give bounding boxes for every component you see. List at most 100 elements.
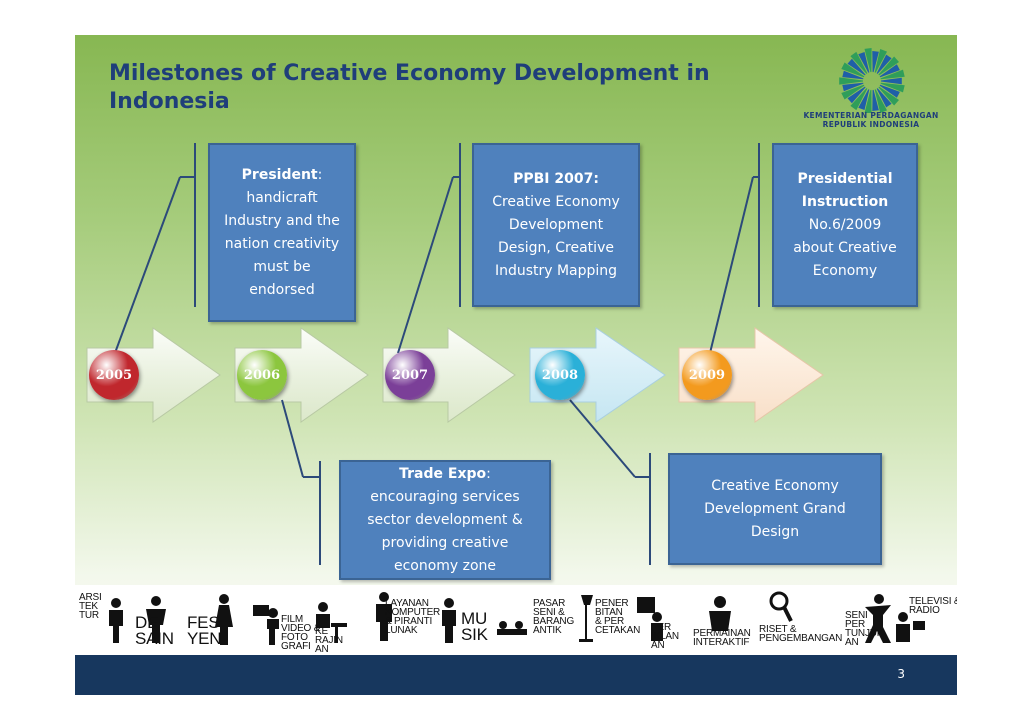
logo-ray (878, 86, 899, 106)
lamp-silhouette-icon (579, 595, 593, 642)
logo-ray (847, 58, 866, 76)
ministry-logo-text: KEMENTERIAN PERDAGANGAN REPUBLIK INDONES… (797, 111, 945, 129)
bracket-box-president (180, 143, 196, 307)
sector-fesyen: FES YEN (187, 613, 222, 648)
sector-film: FILM VIDEO & FOTO GRAFI (281, 614, 321, 652)
year-circle-2005: 2005 (89, 350, 139, 400)
year-circle-2009: 2009 (682, 350, 732, 400)
logo-ray (858, 52, 870, 73)
sector-periklanan: PER IKLAN AN (651, 622, 679, 651)
milestone-box-grand-design: Creative Economy Development Grand Desig… (668, 453, 882, 565)
sector-seni-pertunjukan: SENI PER TUNJUK AN (845, 610, 884, 648)
logo-ray (850, 51, 868, 74)
box-presidential-line-3: about Creative (793, 239, 897, 256)
bracket-box-trade-expo (303, 461, 321, 565)
musician-silhouette-icon (442, 598, 456, 643)
sector-musik: MU SIK (461, 609, 488, 644)
logo-ray (872, 89, 879, 111)
box-grand-design-line-3: Design (750, 523, 800, 540)
logo-ray (841, 62, 865, 78)
box-president-line-3: nation creativity (224, 235, 340, 252)
dancer-silhouette-icon (865, 594, 891, 643)
slide: Milestones of Creative Economy Developme… (75, 35, 957, 695)
ministry-logo-icon (839, 48, 905, 114)
gamer-silhouette-icon (709, 596, 731, 631)
sector-pasar-seni: PASAR SENI & BARANG ANTIK (533, 598, 575, 636)
year-label-2009: 2009 (688, 367, 726, 383)
logo-ray (864, 48, 872, 73)
box-trade-expo-line-2: sector development & (367, 511, 523, 528)
milestone-box-trade-expo: Trade Expo: encouraging services sector … (339, 460, 551, 580)
box-presidential-line-1: Instruction (801, 193, 889, 210)
box-ppbi-line-1: Creative Economy (492, 193, 620, 210)
year-label-2008: 2008 (541, 367, 579, 383)
milestone-box-presidential: Presidential Instruction No.6/2009 about… (772, 143, 918, 307)
connector-2008 (569, 399, 636, 478)
box-ppbi-line-3: Design, Creative (498, 239, 614, 256)
year-circle-2008: 2008 (535, 350, 585, 400)
logo-ray (850, 88, 868, 111)
logo-ray (880, 69, 905, 80)
logo-ray (876, 88, 892, 108)
box-grand-design-line-1: Creative Economy (711, 477, 839, 494)
ministry-logo: KEMENTERIAN PERDAGANGAN REPUBLIK INDONES… (797, 43, 947, 138)
market-silhouette-icon (497, 621, 527, 635)
logo-ray (874, 49, 887, 73)
year-label-2007: 2007 (391, 367, 429, 383)
logo-ray (841, 84, 865, 100)
box-trade-expo-line-1: encouraging services (370, 488, 520, 505)
box-grand-design-line-2: Development Grand (704, 500, 846, 517)
bracket-box-ppbi (453, 143, 461, 307)
logo-ray (858, 89, 870, 110)
logo-ray (839, 77, 863, 85)
creative-sectors-band: ARSI TEK TUR DE SAIN FES YEN FILM VIDEO … (75, 585, 957, 655)
milestone-box-ppbi: PPBI 2007: Creative Economy Development … (472, 143, 640, 307)
ministry-name-line2: REPUBLIK INDONESIA (822, 120, 920, 129)
logo-ray (847, 86, 866, 104)
year-circle-2007: 2007 (385, 350, 435, 400)
slide-title: Milestones of Creative Economy Developme… (109, 61, 710, 114)
year-label-2005: 2005 (95, 367, 133, 383)
logo-ray (874, 89, 887, 113)
box-presidential-line-4: Economy (812, 262, 878, 279)
craftsman-silhouette-icon (316, 602, 347, 643)
sector-penerbitan: PENER BITAN & PER CETAKAN (595, 598, 641, 636)
logo-ray (876, 54, 892, 74)
box-president-line-2: Industry and the (224, 212, 340, 229)
box-president-line-1: handicraft (246, 189, 318, 206)
box-president-heading: President (241, 166, 318, 183)
box-ppbi-line-4: Industry Mapping (494, 262, 618, 279)
box-president-line-5: endorsed (249, 281, 315, 298)
logo-ray (842, 82, 864, 92)
box-ppbi-heading: PPBI 2007: (513, 170, 599, 187)
box-ppbi-line-2: Development (508, 216, 604, 233)
logo-ray (878, 56, 899, 76)
logo-ray (881, 77, 902, 85)
billboard-silhouette-icon (637, 597, 663, 641)
year-circle-2006: 2006 (237, 350, 287, 400)
bracket-box-presidential (753, 143, 760, 307)
sector-layanan: LAYANAN KOMPUTER & PIRANTI LUNAK (385, 598, 441, 636)
sector-kerajinan: KE RAJIN AN (315, 626, 343, 655)
connector-2007 (397, 176, 454, 354)
box-trade-expo-line-4: economy zone (393, 557, 497, 574)
magnifier-icon (769, 591, 793, 622)
year-label-2006: 2006 (243, 367, 281, 383)
page-number: 3 (897, 667, 905, 681)
logo-ray (880, 82, 905, 93)
sector-permainan: PERMAINAN INTERAKTIF (693, 628, 751, 648)
box-trade-expo-line-3: providing creative (381, 534, 509, 551)
box-presidential-line-2: No.6/2009 (808, 216, 882, 233)
fashion-silhouette-icon (215, 594, 233, 645)
connector-2006 (281, 399, 304, 478)
designer-silhouette-icon (146, 596, 166, 643)
logo-ray (842, 70, 864, 80)
box-president-colon: : (317, 166, 323, 183)
sector-arsitektur: ARSI TEK TUR (79, 592, 102, 621)
box-president-line-4: must be (253, 258, 311, 275)
programmer-silhouette-icon (376, 592, 392, 641)
logo-ray (864, 89, 872, 114)
milestone-box-president: President: handicraft Industry and the n… (208, 143, 356, 322)
camera-operator-icon (253, 605, 279, 645)
box-presidential-heading: Presidential (797, 170, 893, 187)
